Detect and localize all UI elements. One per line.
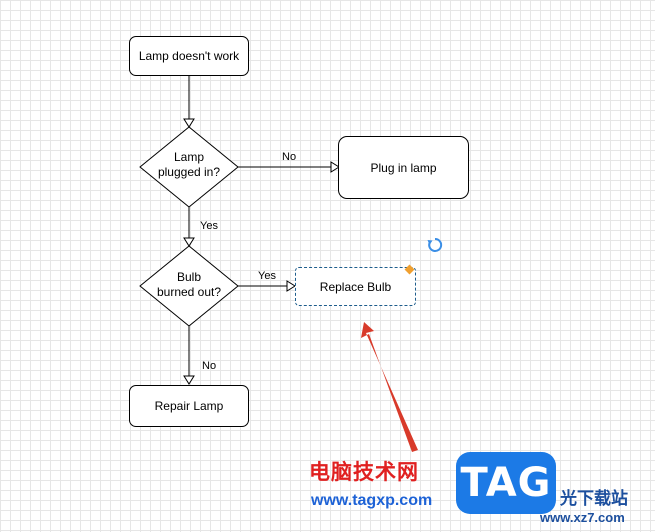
- annotation-arrow: [361, 322, 418, 452]
- decision-bulb-burned-out[interactable]: [139, 245, 239, 327]
- decision-lamp-plugged-in-label: Lamp plugged in?: [150, 150, 228, 180]
- decision-lamp-plugged-in-line-1: Lamp: [173, 150, 205, 164]
- decision-lamp-plugged-in[interactable]: [139, 126, 239, 208]
- watermark-site-url: www.tagxp.com: [311, 492, 433, 509]
- decision-bulb-burned-out-line-2: burned out?: [156, 285, 222, 299]
- node-repair-lamp-label: Repair Lamp: [154, 399, 224, 413]
- connector-bulb-to-replace-arrowhead: [286, 280, 296, 292]
- node-replace-bulb-label: Replace Bulb: [319, 279, 392, 294]
- edge-label-bulb-no: No: [202, 360, 217, 372]
- edge-label-plugged-yes: Yes: [200, 220, 218, 232]
- tag-logo-text: TAG: [460, 460, 552, 506]
- edge-label-plugged-no: No: [282, 151, 297, 163]
- node-repair-lamp[interactable]: Repair Lamp: [129, 385, 249, 427]
- connector-plugged-to-plugin-arrowhead: [330, 161, 340, 173]
- rotate-icon[interactable]: [427, 237, 443, 253]
- connector-start-to-plugged-arrowhead: [183, 118, 195, 128]
- decision-bulb-burned-out-line-1: Bulb: [176, 270, 202, 284]
- decision-lamp-plugged-in-line-2: plugged in?: [157, 165, 221, 179]
- connector-plugged-to-bulb-arrowhead: [183, 237, 195, 247]
- node-replace-bulb[interactable]: Replace Bulb: [295, 267, 416, 306]
- node-lamp-doesnt-work[interactable]: Lamp doesn't work: [129, 36, 249, 76]
- decision-bulb-burned-out-label: Bulb burned out?: [150, 270, 228, 300]
- node-plug-in-lamp[interactable]: Plug in lamp: [338, 136, 469, 199]
- node-plug-in-lamp-label: Plug in lamp: [370, 160, 437, 175]
- connector-bulb-to-repair-arrowhead: [183, 375, 195, 385]
- node-lamp-doesnt-work-label: Lamp doesn't work: [138, 49, 240, 63]
- edge-label-bulb-yes: Yes: [258, 270, 276, 282]
- watermark-right-text: 光下载站: [560, 489, 628, 509]
- tag-logo: TAG: [456, 452, 556, 514]
- watermark-site-name: 电脑技术网: [309, 460, 419, 484]
- watermark-right-url: www.xz7.com: [540, 510, 625, 525]
